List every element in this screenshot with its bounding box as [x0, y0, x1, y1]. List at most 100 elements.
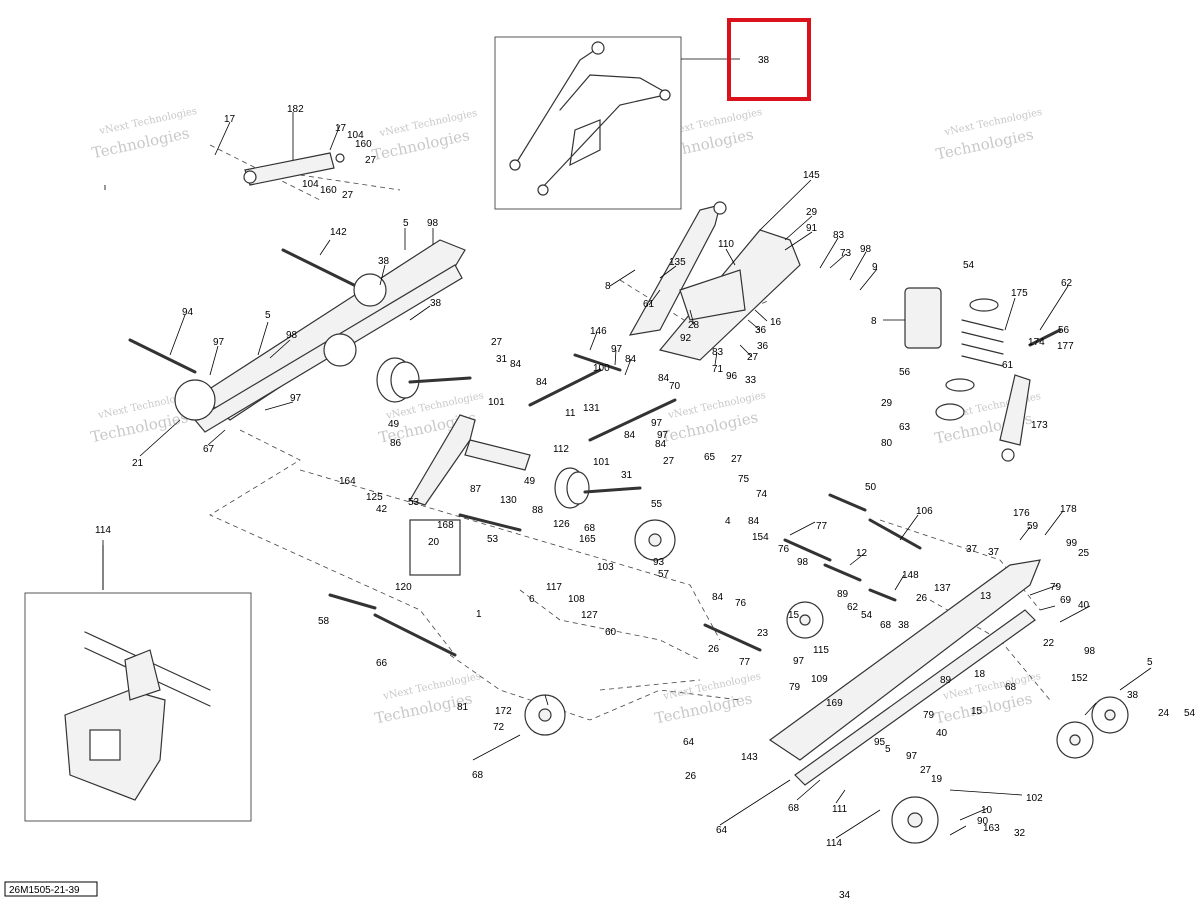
- part-label-38[interactable]: 38: [1127, 690, 1139, 701]
- part-label-101[interactable]: 101: [488, 397, 505, 408]
- part-label-131[interactable]: 131: [583, 403, 600, 414]
- part-label-142[interactable]: 142: [330, 227, 347, 238]
- part-label-81[interactable]: 81: [457, 702, 469, 713]
- part-label-8[interactable]: 8: [605, 281, 611, 292]
- part-label-32[interactable]: 32: [1014, 828, 1026, 839]
- part-label-36[interactable]: 36: [757, 341, 769, 352]
- part-label-68[interactable]: 68: [472, 770, 484, 781]
- part-label-79[interactable]: 79: [923, 710, 935, 721]
- part-label-126[interactable]: 126: [553, 519, 570, 530]
- part-label-77[interactable]: 77: [739, 657, 751, 668]
- part-label-54[interactable]: 54: [1184, 708, 1196, 719]
- part-label-98[interactable]: 98: [427, 218, 439, 229]
- part-label-80[interactable]: 80: [881, 438, 893, 449]
- part-label-102[interactable]: 102: [1026, 793, 1043, 804]
- part-label-38[interactable]: 38: [378, 256, 390, 267]
- part-label-38[interactable]: 38: [758, 55, 770, 66]
- part-label-88[interactable]: 88: [532, 505, 544, 516]
- part-label-97[interactable]: 97: [657, 430, 669, 441]
- part-label-77[interactable]: 77: [816, 521, 828, 532]
- part-label-86[interactable]: 86: [390, 438, 402, 449]
- part-label-79[interactable]: 79: [1050, 582, 1062, 593]
- part-label-26[interactable]: 26: [685, 771, 697, 782]
- part-label-160[interactable]: 160: [355, 139, 372, 150]
- part-label-148[interactable]: 148: [902, 570, 919, 581]
- part-label-61[interactable]: 61: [643, 299, 655, 310]
- part-label-27[interactable]: 27: [342, 190, 354, 201]
- part-label-90[interactable]: 90: [977, 816, 989, 827]
- part-label-89[interactable]: 89: [940, 675, 952, 686]
- part-label-68[interactable]: 68: [584, 523, 596, 534]
- part-label-143[interactable]: 143: [741, 752, 758, 763]
- part-label-110[interactable]: 110: [718, 239, 734, 250]
- part-label-97[interactable]: 97: [793, 656, 805, 667]
- part-label-25[interactable]: 25: [1078, 548, 1090, 559]
- part-label-38[interactable]: 38: [430, 298, 442, 309]
- part-label-62[interactable]: 62: [1061, 278, 1073, 289]
- part-label-40[interactable]: 40: [936, 728, 948, 739]
- part-label-146[interactable]: 146: [590, 326, 607, 337]
- part-label-60[interactable]: 60: [605, 627, 617, 638]
- part-label-98[interactable]: 98: [286, 330, 298, 341]
- part-label-172[interactable]: 172: [495, 706, 512, 717]
- part-label-36[interactable]: 36: [755, 325, 767, 336]
- part-label-104[interactable]: 104: [302, 179, 319, 190]
- part-label-57[interactable]: 57: [658, 569, 670, 580]
- part-label-109[interactable]: 109: [811, 674, 828, 685]
- part-label-61[interactable]: 61: [1002, 360, 1014, 371]
- part-label-76[interactable]: 76: [778, 544, 790, 555]
- part-label-75[interactable]: 75: [738, 474, 750, 485]
- part-label-16[interactable]: 16: [770, 317, 782, 328]
- part-label-175[interactable]: 175: [1011, 288, 1028, 299]
- part-label-98[interactable]: 98: [860, 244, 872, 255]
- part-label-53[interactable]: 53: [408, 497, 420, 508]
- part-label-37[interactable]: 37: [966, 544, 978, 555]
- part-label-117[interactable]: 117: [546, 582, 562, 593]
- part-label-130[interactable]: 130: [500, 495, 517, 506]
- part-label-17[interactable]: 17: [335, 123, 347, 134]
- part-label-164[interactable]: 164: [339, 476, 356, 487]
- part-label-27[interactable]: 27: [920, 765, 932, 776]
- part-label-42[interactable]: 42: [376, 504, 388, 515]
- part-label-96[interactable]: 96: [726, 371, 738, 382]
- part-label-5[interactable]: 5: [885, 744, 891, 755]
- part-label-120[interactable]: 120: [395, 582, 412, 593]
- part-label-154[interactable]: 154: [752, 532, 769, 543]
- part-label-21[interactable]: 21: [132, 458, 144, 469]
- part-label-111[interactable]: 111: [832, 804, 848, 815]
- part-label-135[interactable]: 135: [669, 257, 686, 268]
- part-label-68[interactable]: 68: [788, 803, 800, 814]
- part-label-62[interactable]: 62: [847, 602, 859, 613]
- part-label-106[interactable]: 106: [916, 506, 933, 517]
- part-label-28[interactable]: 28: [688, 320, 700, 331]
- part-label-67[interactable]: 67: [203, 444, 215, 455]
- part-label-5[interactable]: 5: [1147, 657, 1153, 668]
- part-label-17[interactable]: 17: [224, 114, 236, 125]
- part-label-66[interactable]: 66: [376, 658, 388, 669]
- part-label-93[interactable]: 93: [653, 557, 665, 568]
- part-label-29[interactable]: 29: [881, 398, 893, 409]
- part-label-8[interactable]: 8: [871, 316, 877, 327]
- part-label-97[interactable]: 97: [290, 393, 302, 404]
- part-label-98[interactable]: 98: [1084, 646, 1096, 657]
- part-label-10[interactable]: 10: [981, 805, 993, 816]
- part-label-59[interactable]: 59: [1027, 521, 1039, 532]
- part-label-50[interactable]: 50: [865, 482, 877, 493]
- part-label-37[interactable]: 37: [988, 547, 1000, 558]
- part-label-95[interactable]: 95: [874, 737, 886, 748]
- part-label-54[interactable]: 54: [861, 610, 873, 621]
- part-label-20[interactable]: 20: [428, 537, 440, 548]
- part-label-13[interactable]: 13: [980, 591, 992, 602]
- part-label-72[interactable]: 72: [493, 722, 505, 733]
- part-label-89[interactable]: 89: [837, 589, 849, 600]
- part-label-168[interactable]: 168: [437, 520, 454, 531]
- part-label-127[interactable]: 127: [581, 610, 598, 621]
- part-label-84[interactable]: 84: [536, 377, 548, 388]
- part-label-56[interactable]: 56: [1058, 325, 1070, 336]
- part-label-84[interactable]: 84: [655, 439, 667, 450]
- part-label-100[interactable]: 100: [593, 363, 610, 374]
- part-label-64[interactable]: 64: [683, 737, 695, 748]
- part-label-84[interactable]: 84: [625, 354, 637, 365]
- part-label-5[interactable]: 5: [265, 310, 271, 321]
- part-label-165[interactable]: 165: [579, 534, 596, 545]
